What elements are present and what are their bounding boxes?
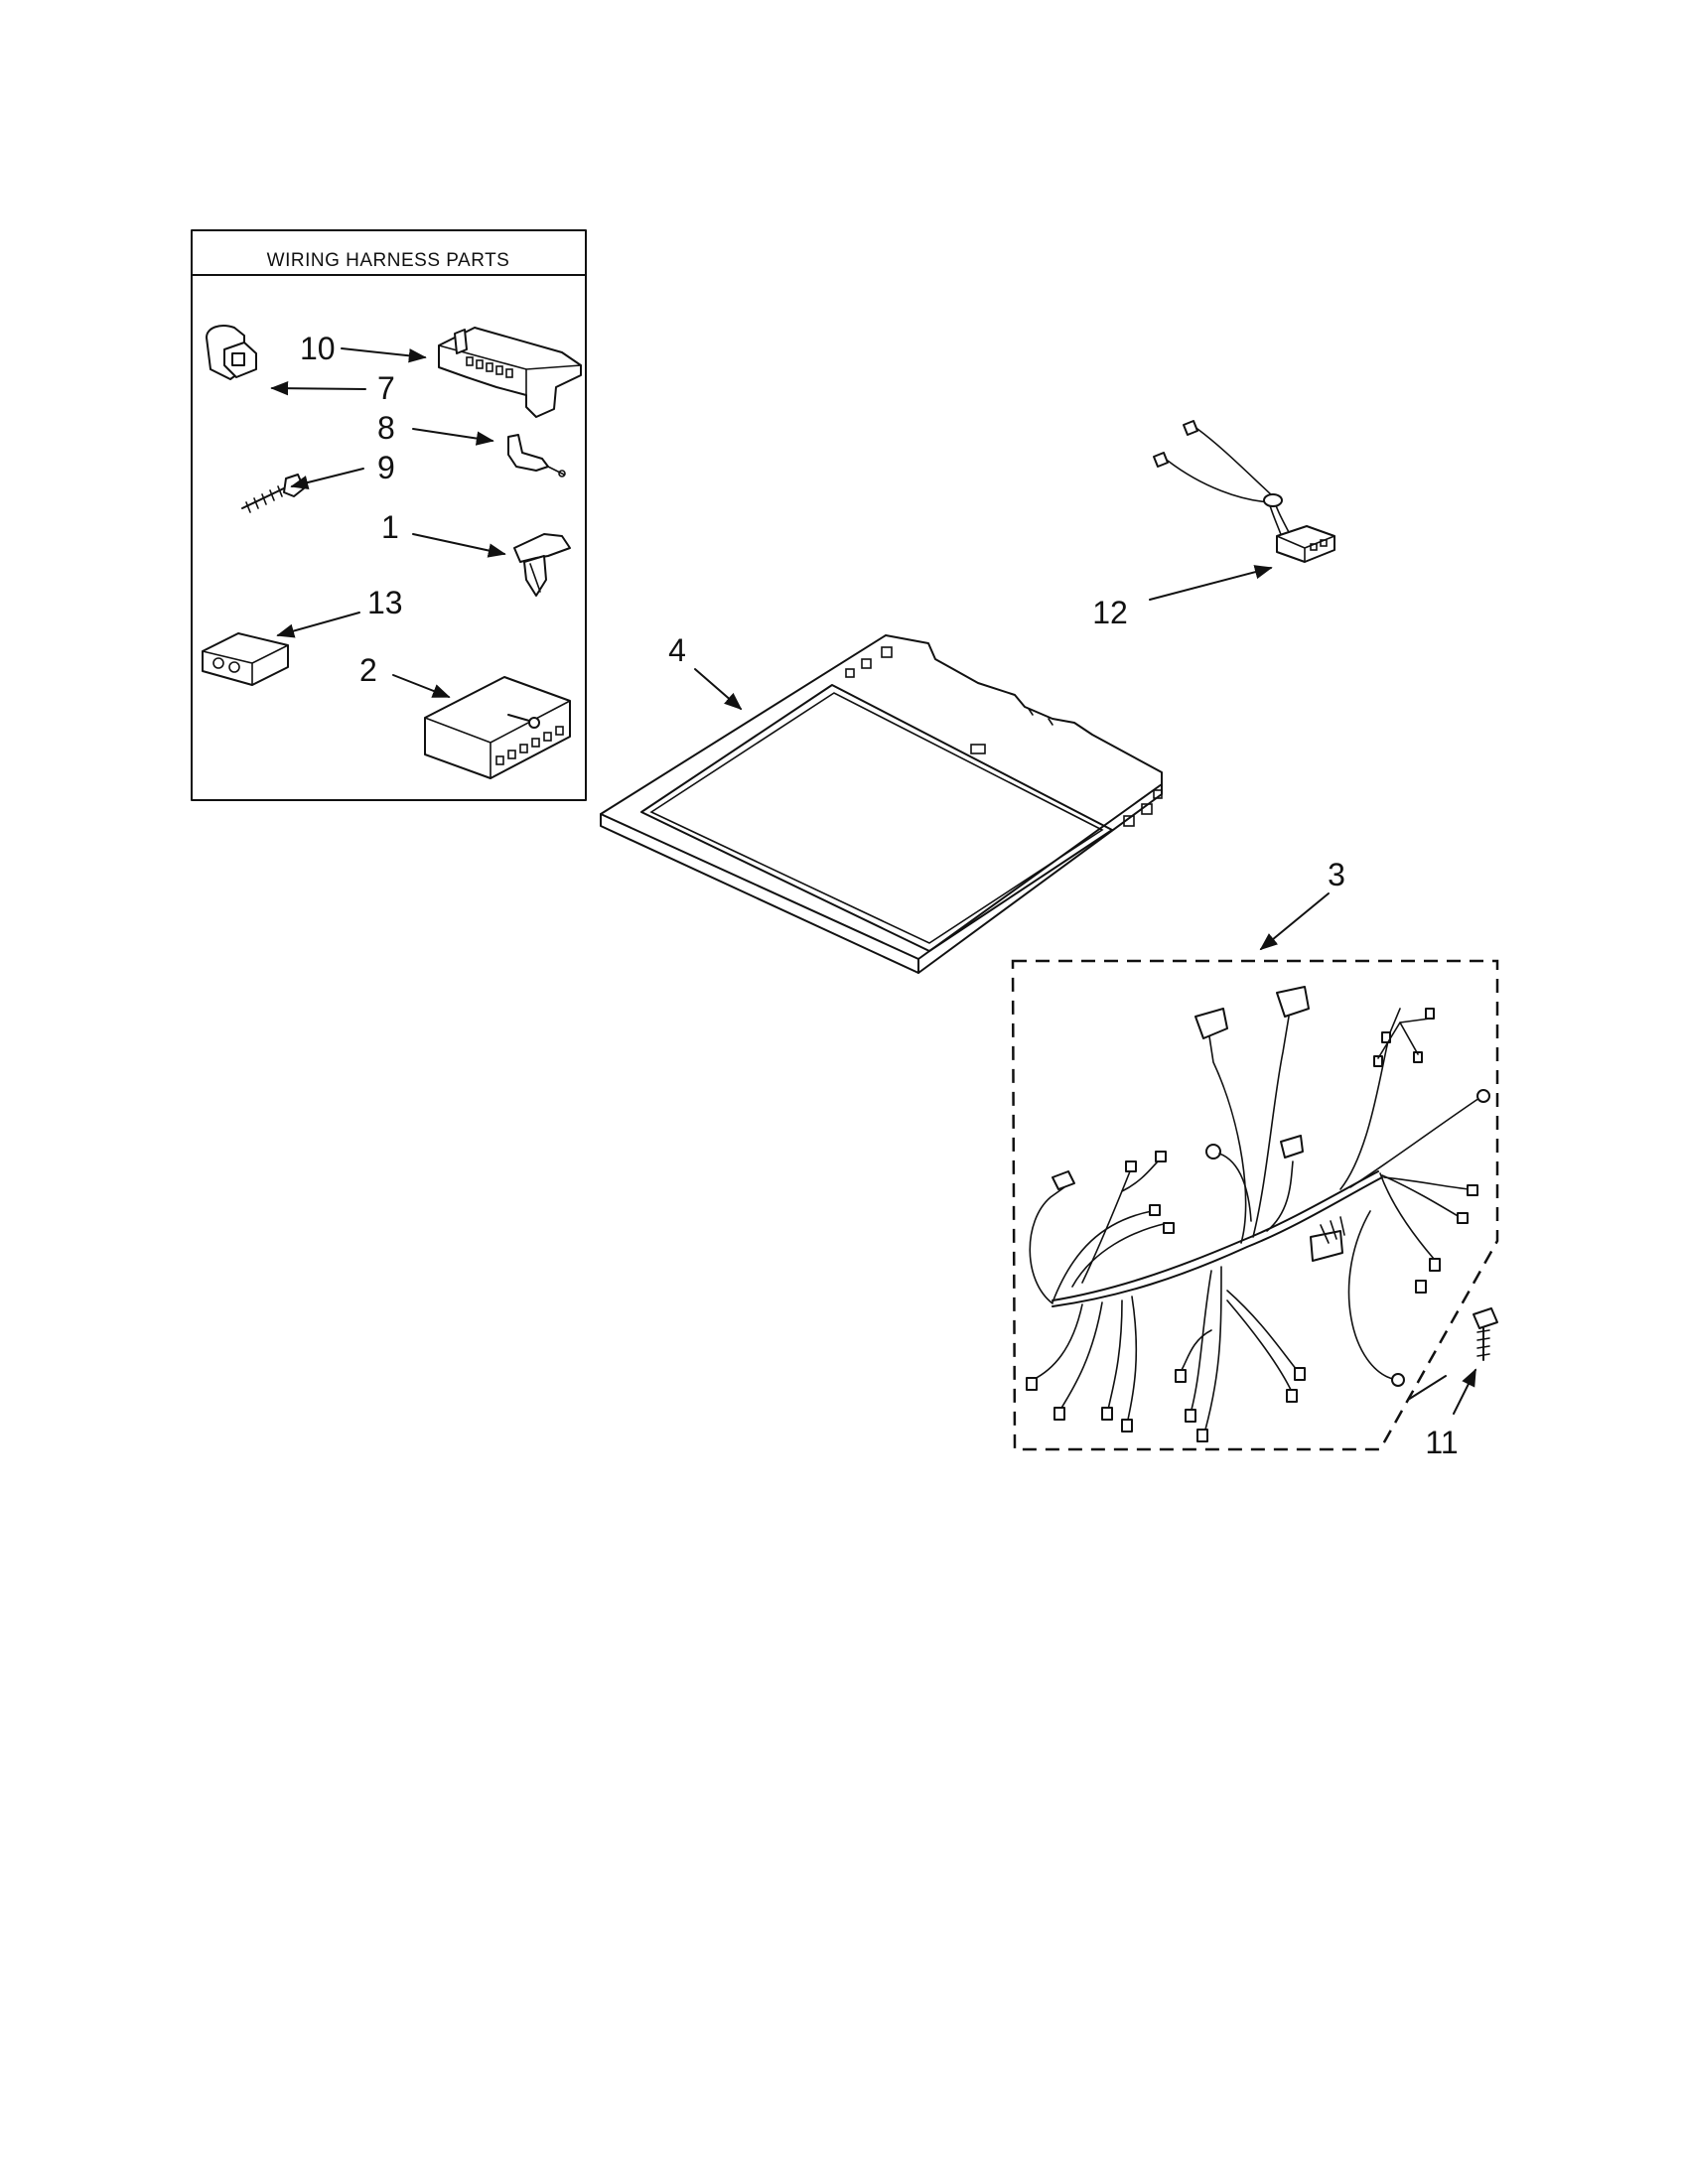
panel-title: WIRING HARNESS PARTS: [267, 250, 510, 271]
part-12-sensor-harness: [1153, 420, 1335, 563]
part-7-connector-cap: [206, 325, 257, 380]
callout-11: 11: [1425, 1425, 1458, 1460]
part-1-clip: [513, 533, 571, 597]
part-2-terminal-block: [424, 676, 571, 779]
callout-8: 8: [377, 410, 395, 446]
callout-2: 2: [359, 652, 377, 688]
callout-1: 1: [381, 509, 399, 545]
part-10-connector-block: [438, 327, 582, 418]
callout-7: 7: [377, 370, 395, 406]
callout-9: 9: [377, 450, 395, 485]
wiring-harness-parts-panel: WIRING HARNESS PARTS: [191, 229, 587, 801]
callout-13: 13: [367, 585, 403, 620]
callout-10: 10: [300, 331, 336, 366]
callout-12: 12: [1092, 595, 1128, 630]
part-11-screw: [1473, 1307, 1498, 1361]
part-4-top-panel: [600, 634, 1163, 974]
part-13-small-connector: [202, 632, 289, 686]
part-8-terminal: [507, 434, 566, 478]
part-3-main-wire-harness: 3: [1011, 857, 1499, 1451]
callout-4: 4: [668, 632, 686, 668]
part-9-cable-tie: [241, 474, 305, 513]
callout-3: 3: [1328, 857, 1345, 892]
